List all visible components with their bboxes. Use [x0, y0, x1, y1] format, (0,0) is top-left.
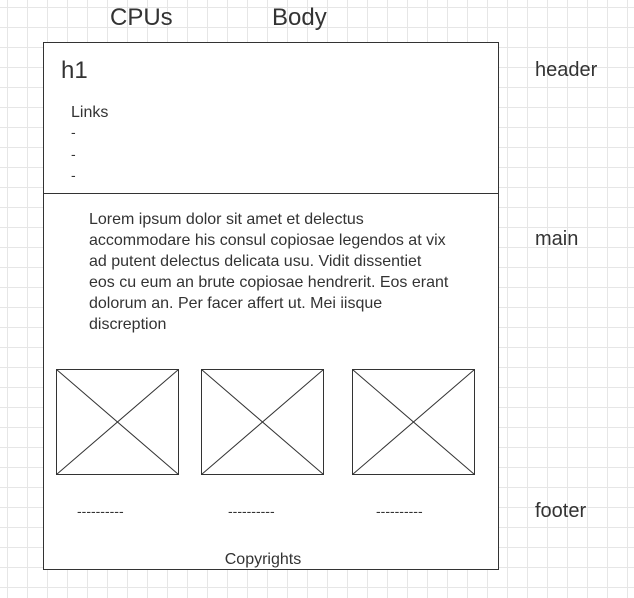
- image-placeholder: [201, 369, 324, 475]
- link-item[interactable]: -: [71, 167, 76, 183]
- copyright-text: Copyrights: [224, 551, 302, 568]
- lorem-paragraph: Lorem ipsum dolor sit amet et delectus a…: [89, 211, 449, 333]
- cpus-label: CPUs: [110, 4, 173, 31]
- link-item[interactable]: -: [71, 146, 76, 162]
- header-section-label: header: [535, 59, 598, 81]
- image-placeholder: [352, 369, 475, 475]
- link-item[interactable]: -: [71, 124, 76, 140]
- image-caption: ----------: [228, 503, 275, 519]
- links-title: Links: [71, 104, 109, 121]
- body-label: Body: [272, 4, 327, 31]
- main-section-label: main: [535, 228, 579, 250]
- page-frame: [43, 42, 499, 570]
- heading-placeholder: h1: [61, 57, 88, 84]
- footer-section-label: footer: [535, 500, 587, 522]
- image-placeholder: [56, 369, 179, 475]
- image-caption: ----------: [77, 503, 124, 519]
- image-caption: ----------: [376, 503, 423, 519]
- header-main-divider: [43, 193, 499, 194]
